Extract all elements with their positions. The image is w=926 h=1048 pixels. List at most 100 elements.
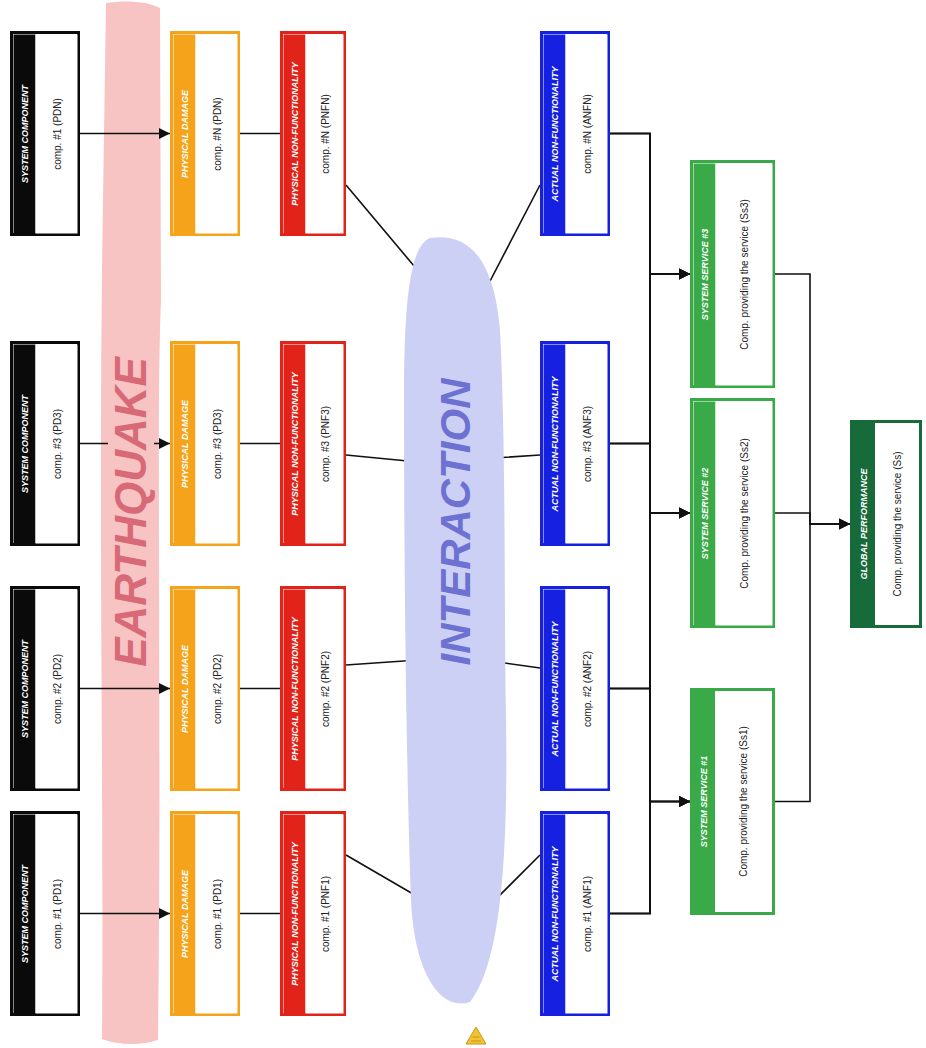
box-content: PHYSICAL DAMAGE comp. #2 (PD2) [173,589,237,788]
connector [80,688,170,690]
logo-mark [466,1027,486,1044]
physical-nonfunctionality-box: PHYSICAL NON-FUNCTIONALITY comp. #1 (PNF1… [280,811,346,1016]
box-heading: GLOBAL PERFORMANCE [859,469,869,580]
box-body-area: Comp. providing the service (Ss1) [715,691,772,912]
box-body-area: comp. #N (PDN) [195,34,237,233]
box-heading: SYSTEM SERVICE #2 [699,467,709,559]
box-body-area: Comp. providing the service (Ss3) [715,163,772,385]
component-box: SYSTEM COMPONENT comp. #1 (PD1) [10,811,80,1016]
box-heading-band: SYSTEM SERVICE #2 [693,401,715,625]
earthquake-brush [101,1,161,1044]
actual-nonfunctionality-box: ACTUAL NON-FUNCTIONALITY comp. #3 (ANF3) [540,341,610,546]
box-content: PHYSICAL DAMAGE comp. #1 (PD1) [173,814,237,1013]
logo-mark-inner [471,1037,481,1041]
connector [775,274,850,524]
box-heading: ACTUAL NON-FUNCTIONALITY [549,66,559,201]
box-heading-band: ACTUAL NON-FUNCTIONALITY [543,344,565,543]
box-heading-band: PHYSICAL DAMAGE [173,34,195,233]
box-body-area: comp. #1 (PDN) [35,34,77,233]
box-body: Comp. providing the service (Ss1) [738,726,749,877]
component-box: SYSTEM COMPONENT comp. #1 (PDN) [10,31,80,236]
box-body-area: comp. #N (ANFN) [565,34,607,233]
box-heading-band: PHYSICAL NON-FUNCTIONALITY [283,814,305,1013]
box-body-area: comp. #2 (PNF2) [305,589,343,788]
box-body-area: comp. #1 (PNF1) [305,814,343,1013]
box-heading-band: ACTUAL NON-FUNCTIONALITY [543,34,565,233]
box-heading: SYSTEM COMPONENT [19,85,29,183]
box-heading: ACTUAL NON-FUNCTIONALITY [549,846,559,981]
box-body-area: comp. #2 (PD2) [35,589,77,788]
box-heading-band: PHYSICAL DAMAGE [173,589,195,788]
box-content: SYSTEM COMPONENT comp. #1 (PDN) [13,34,77,233]
box-body-area: comp. #3 (PD3) [195,344,237,543]
box-content: SYSTEM SERVICE #3 Comp. providing the ser… [693,163,772,385]
global-performance-box: GLOBAL PERFORMANCE Comp. providing the se… [850,420,922,628]
box-body: comp. #1 (PD1) [211,878,222,948]
box-content: PHYSICAL NON-FUNCTIONALITY comp. #2 (PNF2… [283,589,343,788]
box-body: Comp. providing the service (Ss) [892,451,903,596]
box-heading-band: PHYSICAL DAMAGE [173,814,195,1013]
box-content: SYSTEM COMPONENTcomp. #2 (PD2) [13,589,77,788]
box-body: comp. #1 (PD1) [51,878,62,948]
box-heading-band: SYSTEM COMPONENT [13,34,35,233]
box-content: SYSTEM COMPONENT comp. #3 (PD3) [13,344,77,543]
box-body: comp. #2 (ANF2) [581,650,592,726]
box-content: ACTUAL NON-FUNCTIONALITY comp. #3 (ANF3) [543,344,607,543]
component-box: SYSTEM COMPONENT comp. #3 (PD3) [10,341,80,546]
connector [610,134,690,802]
connector [775,513,850,524]
box-content: ACTUAL NON-FUNCTIONALITY comp. #1 (ANF1) [543,814,607,1013]
box-body: comp. #3 (PNF3) [319,405,330,481]
box-body-area: Comp. providing the service (Ss2) [715,401,772,625]
interaction-label: INTERACTION [434,375,478,670]
service-box: SYSTEM SERVICE #3 Comp. providing the ser… [690,160,775,388]
box-heading-band: PHYSICAL NON-FUNCTIONALITY [283,589,305,788]
box-content: GLOBAL PERFORMANCE Comp. providing the se… [853,423,919,625]
actual-nonfunctionality-box: ACTUAL NON-FUNCTIONALITYcomp. #2 (ANF2) [540,586,610,791]
box-heading-band: SYSTEM COMPONENT [13,814,35,1013]
box-heading: PHYSICAL NON-FUNCTIONALITY [289,842,299,985]
actual-nonfunctionality-box: ACTUAL NON-FUNCTIONALITY comp. #N (ANFN) [540,31,610,236]
box-body: comp. #N (ANFN) [581,94,592,173]
box-body: comp. #3 (PD3) [51,408,62,478]
box-body: comp. #2 (PD2) [211,653,222,723]
connector [240,133,280,135]
box-body-area: comp. #1 (PD1) [195,814,237,1013]
box-body-area: comp. #N (PNFN) [305,34,343,233]
box-heading: SYSTEM SERVICE #3 [699,228,709,320]
box-heading: SYSTEM COMPONENT [19,865,29,963]
box-content: SYSTEM SERVICE #2 Comp. providing the ser… [693,401,772,625]
box-content: PHYSICAL NON-FUNCTIONALITY comp. #N (PNFN… [283,34,343,233]
connector [240,913,280,915]
box-heading: PHYSICAL NON-FUNCTIONALITY [289,372,299,515]
box-content: PHYSICAL DAMAGE comp. #3 (PD3) [173,344,237,543]
box-body-area: comp. #2 (PD2) [195,589,237,788]
box-body-area: comp. #3 (ANF3) [565,344,607,543]
box-heading: PHYSICAL DAMAGE [179,400,189,488]
box-heading-band: SYSTEM COMPONENT [13,589,35,788]
box-heading: ACTUAL NON-FUNCTIONALITY [549,376,559,511]
physical-nonfunctionality-box: PHYSICAL NON-FUNCTIONALITY comp. #2 (PNF2… [280,586,346,791]
connector [80,133,170,135]
box-body: comp. #N (PNFN) [319,94,330,173]
box-body: comp. #1 (ANF1) [581,875,592,951]
box-heading-band: GLOBAL PERFORMANCE [853,423,875,625]
box-body: comp. #2 (PNF2) [319,650,330,726]
box-body: comp. #N (PDN) [211,97,222,170]
box-body: comp. #3 (PD3) [211,408,222,478]
box-heading-band: PHYSICAL NON-FUNCTIONALITY [283,34,305,233]
box-heading-band: SYSTEM COMPONENT [13,344,35,543]
damage-box: PHYSICAL DAMAGE comp. #3 (PD3) [170,341,240,546]
connector [80,913,170,915]
box-heading: SYSTEM SERVICE #1 [699,756,709,848]
connector [240,443,280,445]
box-content: SYSTEM SERVICE #1 Comp. providing the ser… [693,691,772,912]
box-content: PHYSICAL NON-FUNCTIONALITY comp. #3 (PNF3… [283,344,343,543]
physical-nonfunctionality-box: PHYSICAL NON-FUNCTIONALITY comp. #3 (PNF3… [280,341,346,546]
box-body: comp. #1 (PDN) [51,98,62,170]
interaction-brush [404,237,506,1003]
service-box: SYSTEM SERVICE #2 Comp. providing the ser… [690,398,775,628]
physical-nonfunctionality-box: PHYSICAL NON-FUNCTIONALITY comp. #N (PNFN… [280,31,346,236]
damage-box: PHYSICAL DAMAGE comp. #2 (PD2) [170,586,240,791]
